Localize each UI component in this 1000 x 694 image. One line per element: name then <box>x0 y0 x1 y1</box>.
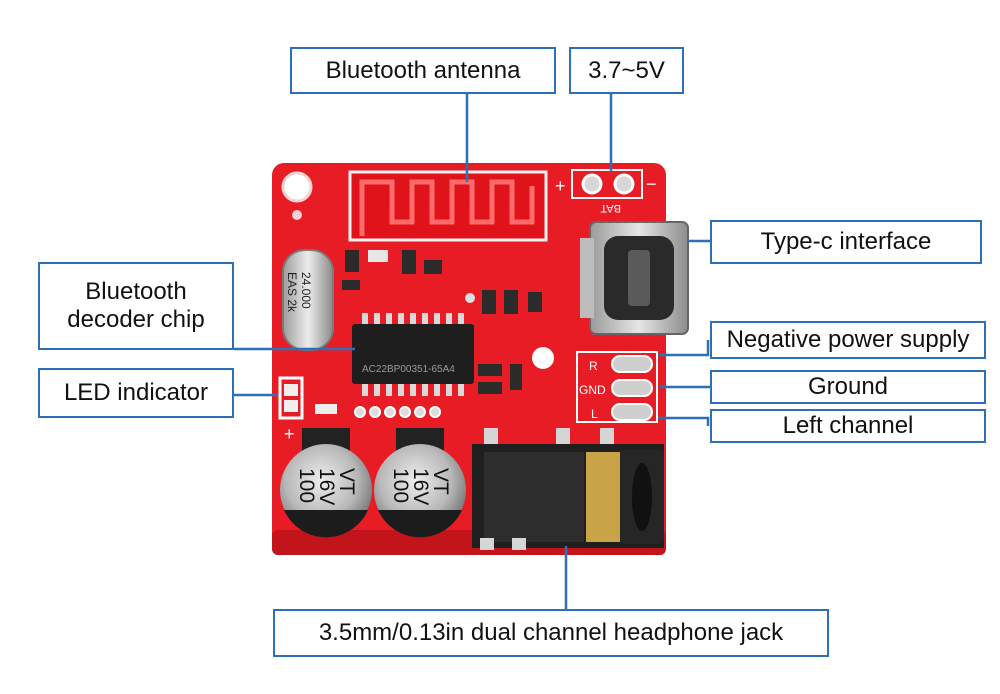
silk-minus-top: − <box>646 174 657 194</box>
crystal-text-2: EAS 2k <box>285 272 299 313</box>
label-bluetooth-antenna: Bluetooth antenna <box>290 47 556 94</box>
via-hole <box>532 347 554 369</box>
mounting-hole <box>281 171 313 203</box>
cap1-text-1: 100 <box>295 468 318 503</box>
label-bluetooth-decoder-chip: Bluetooth decoder chip <box>38 262 234 350</box>
type-c-connector <box>580 221 689 335</box>
silk-pad-r: R <box>589 359 598 373</box>
headphone-jack <box>472 428 664 550</box>
output-pads <box>576 351 658 423</box>
silk-bat: BAT <box>600 202 621 214</box>
antenna-trace <box>348 170 548 242</box>
silk-pad-gnd: GND <box>579 383 606 397</box>
decoder-chip: AC22BP00351-65A4 <box>352 313 474 396</box>
leader-lines <box>234 92 710 611</box>
smd-components <box>315 250 542 414</box>
label-type-c-interface: Type-c interface <box>710 220 982 264</box>
label-negative-power-supply: Negative power supply <box>710 321 986 359</box>
label-led-indicator: LED indicator <box>38 368 234 418</box>
label-headphone-jack: 3.5mm/0.13in dual channel headphone jack <box>273 609 829 657</box>
cap2-text-1: 100 <box>389 468 412 503</box>
silk-led-plus: + <box>284 424 295 444</box>
label-ground: Ground <box>710 370 986 404</box>
label-voltage: 3.7~5V <box>569 47 684 94</box>
through-holes <box>354 406 441 418</box>
silk-pad-l: L <box>591 407 598 421</box>
crystal-text-1: 24.000 <box>299 272 313 309</box>
led <box>278 376 304 420</box>
chip-text: AC22BP00351-65A4 <box>362 364 455 375</box>
cap2-text-2: 16V <box>409 468 432 505</box>
crystal-oscillator: 24.000 EAS 2k <box>282 249 334 351</box>
cap1-text-2: 16V <box>315 468 338 505</box>
silk-plus-top: + <box>555 176 566 196</box>
battery-pads <box>571 169 643 199</box>
label-left-channel: Left channel <box>710 409 986 443</box>
capacitor-2: 100 16V VT <box>374 428 466 538</box>
cap2-text-3: VT <box>429 468 452 495</box>
capacitor-1: 100 16V VT <box>280 428 372 538</box>
cap1-text-3: VT <box>335 468 358 495</box>
